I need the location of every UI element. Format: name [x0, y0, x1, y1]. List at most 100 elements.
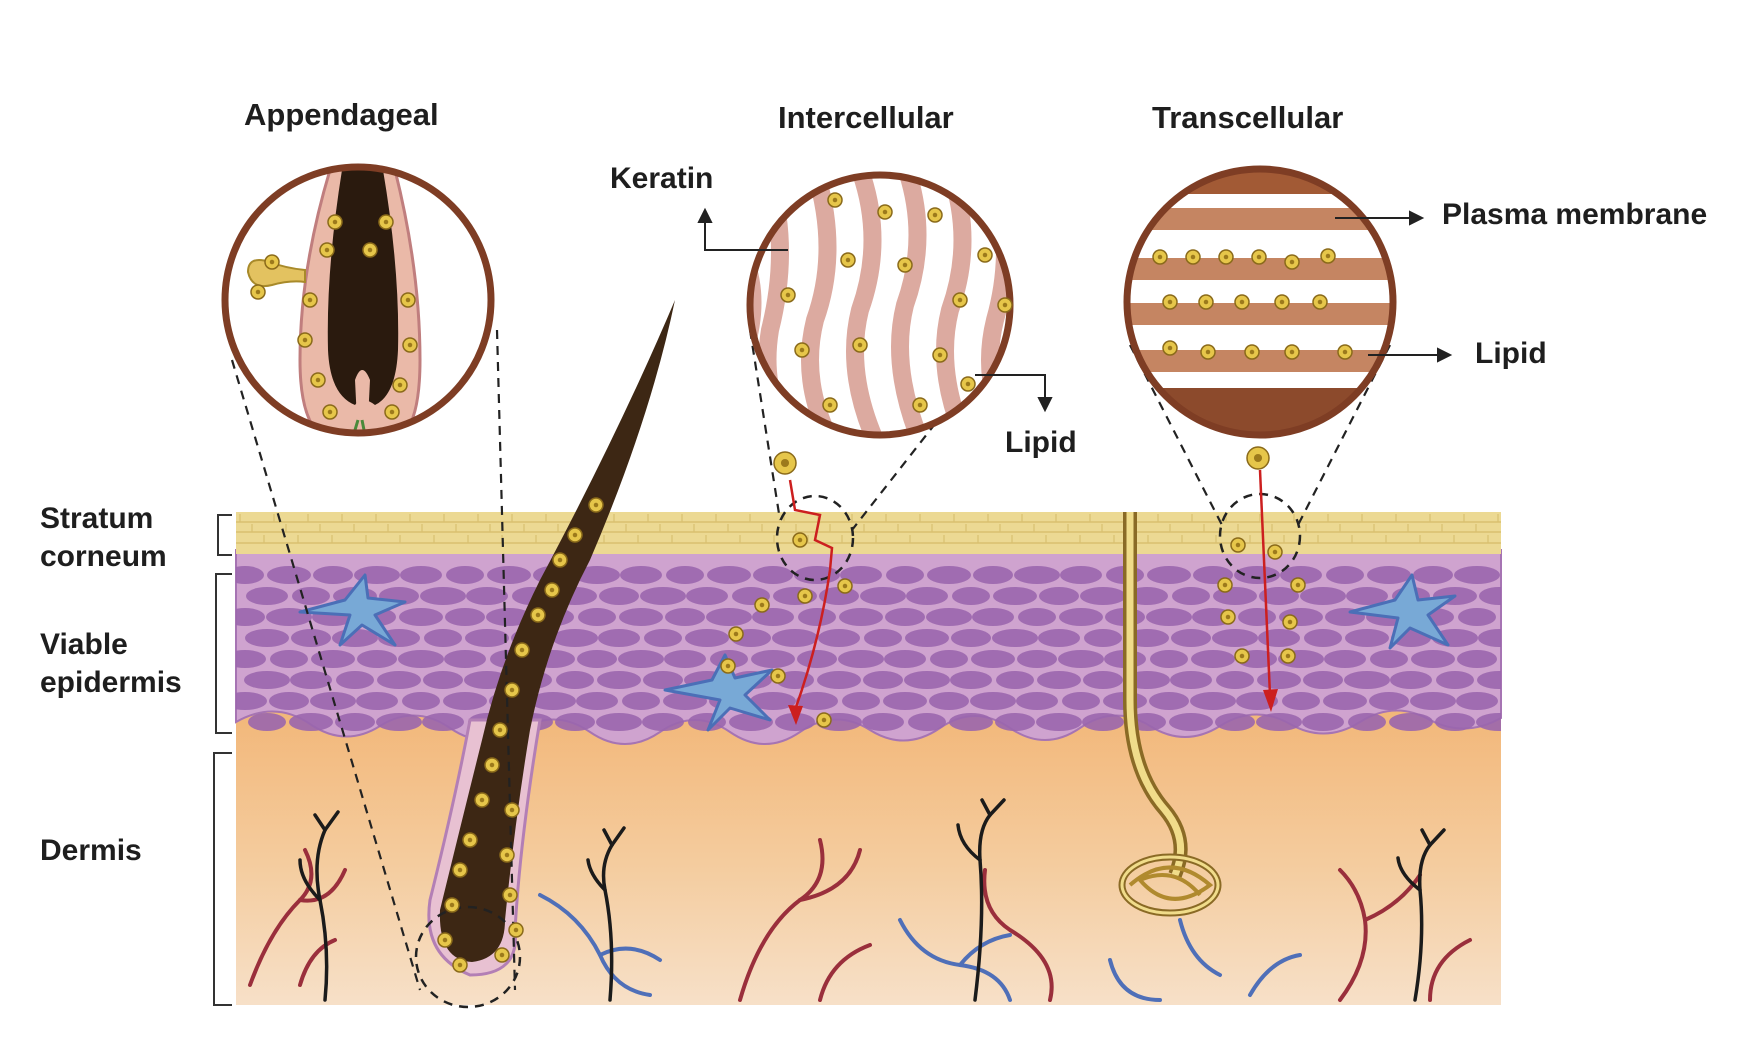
drug-particle	[327, 214, 343, 230]
epidermis-cell	[864, 629, 902, 647]
epidermis-cell	[1080, 587, 1126, 605]
epidermis-cell	[1059, 608, 1103, 626]
epidermis-cell	[1410, 692, 1456, 710]
epidermis-cell	[1039, 587, 1079, 605]
epidermis-cell	[972, 608, 1014, 626]
epidermis-cell	[1215, 713, 1255, 731]
drug-particle	[932, 347, 948, 363]
epidermis-cell	[1084, 629, 1122, 647]
drug-particle	[877, 204, 893, 220]
drug-particle	[567, 527, 583, 543]
epidermis-cell	[1411, 650, 1455, 668]
epidermis-cell	[399, 608, 443, 626]
epidermis-cell	[883, 692, 927, 710]
vessels-and-nerves	[248, 798, 1472, 1002]
epidermis-cell	[1082, 713, 1124, 731]
epidermis-cell	[556, 671, 594, 689]
epidermis-cell	[1017, 650, 1057, 668]
epidermis-cell	[289, 713, 333, 731]
dermis-layer	[236, 690, 1501, 1005]
epidermis-cell	[1146, 608, 1192, 626]
intercellular-zoom-region	[775, 494, 855, 582]
epidermis-cell	[487, 566, 531, 584]
epidermis-cell	[486, 608, 532, 626]
stratum-corneum-layer	[236, 512, 1501, 554]
drug-particle	[502, 887, 518, 903]
drug-particle	[310, 372, 326, 388]
drug-particle	[794, 342, 810, 358]
epidermis-cell	[313, 566, 353, 584]
appendageal-title: Appendageal	[244, 97, 439, 132]
epidermis-cell	[1458, 608, 1496, 626]
drug-particle	[770, 668, 786, 684]
drug-particle	[1290, 577, 1306, 593]
epidermis-cell	[444, 650, 486, 668]
epidermis-cell	[906, 587, 948, 605]
epidermis-cell	[466, 587, 508, 605]
epidermis-cell	[951, 629, 991, 647]
epidermis-cell	[1259, 587, 1299, 605]
drug-particle	[960, 376, 976, 392]
langerhans-cells	[298, 573, 1457, 732]
drug-particle	[773, 451, 797, 475]
drug-particle	[822, 397, 838, 413]
drug-particle	[816, 712, 832, 728]
epidermis-cell	[269, 692, 309, 710]
epidermis-cell	[1038, 629, 1080, 647]
epidermis-cell	[1212, 629, 1258, 647]
drug-particle	[952, 292, 968, 308]
drug-particle	[827, 192, 843, 208]
epidermis-cell	[1018, 608, 1056, 626]
epidermis-cell	[838, 650, 884, 668]
drug-particle	[1234, 648, 1250, 664]
layer-brackets	[213, 514, 232, 1006]
epidermis-cell	[246, 587, 288, 605]
epidermis-cell	[1303, 671, 1343, 689]
plasma-membrane-label: Plasma membrane	[1442, 198, 1708, 231]
epidermis-cell	[248, 713, 286, 731]
epidermis-cell	[1169, 713, 1213, 731]
epidermis-cell	[1216, 671, 1254, 689]
epidermis-cell	[1171, 629, 1211, 647]
epidermis-cell	[443, 692, 487, 710]
epidermis-cell	[862, 713, 904, 731]
epidermis-cell	[817, 671, 861, 689]
epidermis-cell	[597, 671, 641, 689]
epidermis-cell	[842, 692, 880, 710]
epidermis-cell	[644, 629, 682, 647]
drug-particle	[499, 847, 515, 863]
epidermis-cell	[465, 629, 509, 647]
epidermis-cell	[1476, 713, 1501, 731]
epidermis-cell	[357, 650, 397, 668]
drug-particle	[392, 377, 408, 393]
epidermis-cell	[552, 629, 598, 647]
epidermis-cell	[706, 608, 752, 626]
epidermis-cell	[995, 713, 1035, 731]
epidermis-cell	[599, 587, 639, 605]
sweat-gland	[1118, 512, 1222, 917]
epidermis-cell	[446, 566, 484, 584]
epidermis-cell	[236, 566, 264, 584]
epidermis-cell	[1300, 587, 1346, 605]
epidermis-cell	[929, 692, 969, 710]
epidermis-cell	[1257, 671, 1301, 689]
drug-particle	[1251, 249, 1267, 265]
drug-particle	[1246, 446, 1270, 470]
epidermis-cell	[930, 650, 968, 668]
penetration-arrows	[788, 469, 1278, 725]
drug-particle	[402, 337, 418, 353]
epidermis-cell	[1014, 566, 1060, 584]
epidermis-cell	[335, 713, 375, 731]
epidermis-cell	[376, 713, 422, 731]
epidermis-cell	[818, 629, 860, 647]
drug-particle	[1230, 537, 1246, 553]
epidermis-cell	[971, 650, 1015, 668]
drug-particle	[1152, 249, 1168, 265]
epidermis-cell	[1280, 566, 1322, 584]
epidermis-cell	[1324, 650, 1366, 668]
epidermis-cell	[1234, 566, 1280, 584]
drug-particle	[1284, 344, 1300, 360]
epidermis-cell	[398, 650, 444, 668]
